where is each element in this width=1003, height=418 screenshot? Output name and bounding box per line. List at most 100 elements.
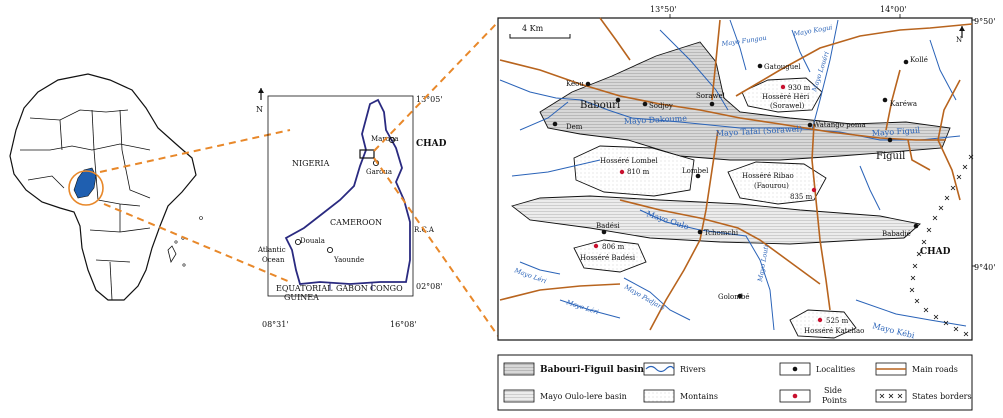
cameroon-outline xyxy=(284,98,411,285)
city-marker xyxy=(326,246,334,254)
study-area-box xyxy=(359,149,375,159)
cameroon-map: Maroua Garoua Douala Yaounde NIGERIA CAM… xyxy=(256,88,447,329)
island xyxy=(174,240,178,244)
locality-symbol-icon xyxy=(792,366,798,372)
locality-kolle: Kollé xyxy=(910,56,928,64)
coord-right-bottom: 9°40' xyxy=(974,263,995,272)
locality-karewa: Karéwa xyxy=(890,100,917,108)
scale-bar: 4 Km xyxy=(509,24,571,39)
locality-sorawel: Sorawel xyxy=(696,92,726,100)
city-label-yaounde: Yaounde xyxy=(333,256,364,264)
peak-katchao-name: Hosséré Katchao xyxy=(804,327,864,335)
peak-heri-name-1: Hosséré Héri xyxy=(762,93,810,101)
country-borders xyxy=(20,109,151,301)
mountain-katchao xyxy=(789,309,857,339)
river-label-dakoume: Mayo Dakoume xyxy=(624,114,688,126)
country-label-gabon: GABON xyxy=(336,284,368,293)
locality-lombel: Lombel xyxy=(682,167,709,175)
peak-heri-alt: 930 m xyxy=(788,84,811,92)
river-symbol-icon xyxy=(645,365,675,373)
locality-tchomchi: Tchomchi xyxy=(704,229,739,237)
legend-swatch-oulo xyxy=(503,389,535,403)
svg-text:4 Km: 4 Km xyxy=(522,24,544,33)
svg-text:N: N xyxy=(956,36,962,44)
peak-ribao-alt: 835 m xyxy=(790,193,813,201)
river-label-figuil: Mayo Figuil xyxy=(872,126,921,138)
locality-markers xyxy=(552,59,919,299)
city-label-douala: Douala xyxy=(300,237,325,245)
north-arrow-small: N xyxy=(256,88,264,114)
coord-top-left: 13°50' xyxy=(650,5,677,14)
coord-bottom-right: 02°08' xyxy=(416,282,443,291)
mountain-lombel xyxy=(573,145,695,197)
madagascar xyxy=(167,245,177,264)
legend-montains: Montains xyxy=(680,392,718,401)
peak-badesi-name: Hosséré Badési xyxy=(580,254,636,262)
cameroon-locator-circle xyxy=(68,170,104,206)
mountain-ribao xyxy=(727,161,827,205)
peak-badesi-alt: 806 m xyxy=(602,243,625,251)
locality-gatouguel: Gatouguel xyxy=(764,63,801,71)
mayo-oulo-lere-basin xyxy=(511,195,921,245)
study-map: Kéou Babouri Sodjoy Dem Sorawel Gatougue… xyxy=(497,5,995,341)
locality-keou: Kéou xyxy=(566,80,584,88)
locality-golombe: Golombé xyxy=(718,293,750,301)
legend-states-borders: States borders xyxy=(912,392,972,401)
locality-sodjoy: Sodjoy xyxy=(649,102,673,110)
coord-right-top: 9°50' xyxy=(974,17,995,26)
legend-babouri-basin: Babouri-Figuil basin xyxy=(540,365,644,375)
cameroon-frame xyxy=(267,95,414,297)
legend-main-roads: Main roads xyxy=(912,365,958,374)
country-chad: CHAD xyxy=(920,247,951,257)
legend-oulo-basin: Mayo Oulo-lere basin xyxy=(540,392,627,401)
africa-map xyxy=(9,73,203,301)
mountain-heri xyxy=(741,77,823,113)
peak-heri-name-2: (Sorawel) xyxy=(770,102,805,110)
legend-swatch-babouri xyxy=(503,362,535,376)
locality-badesi: Badési xyxy=(596,222,621,230)
connector-lines-1 xyxy=(99,129,291,283)
svg-text:N: N xyxy=(256,105,263,114)
coord-bottom-mid: 16°08' xyxy=(390,320,417,329)
city-marker xyxy=(388,136,396,144)
legend-localities: Localities xyxy=(816,365,855,374)
country-label-congo: CONGO xyxy=(370,284,403,293)
island xyxy=(182,263,186,267)
legend: Babouri-Figuil basin Rivers Localities M… xyxy=(497,354,973,411)
city-label-garoua: Garoua xyxy=(366,168,392,176)
side-point-symbol-icon xyxy=(792,393,798,399)
main-roads xyxy=(499,17,973,331)
peak-katchao-alt: 525 m xyxy=(826,317,849,325)
locality-babouri: Babouri xyxy=(580,100,620,111)
country-label-eq-guinea-2: GUINEA xyxy=(284,293,319,302)
legend-swatch-montains xyxy=(643,389,675,403)
mountain-badesi xyxy=(573,239,647,273)
peak-ribao-name-2: (Faourou) xyxy=(754,182,789,190)
country-label-cameroon: CAMEROON xyxy=(330,218,382,227)
city-marker xyxy=(294,238,302,246)
legend-swatch-rivers xyxy=(643,362,675,376)
country-label-nigeria: NIGERIA xyxy=(292,159,330,168)
peak-ribao-name-1: Hosséré Ribao xyxy=(742,172,794,180)
rivers xyxy=(499,19,967,331)
country-label-chad: CHAD xyxy=(416,139,447,149)
graticule-ticks xyxy=(669,14,976,267)
border-crosses xyxy=(909,154,974,337)
cameroon-highlight xyxy=(73,167,97,199)
connector-lines-2 xyxy=(373,21,499,337)
peak-lombel-alt: 810 m xyxy=(627,168,650,176)
island xyxy=(199,216,203,220)
babouri-figuil-basin xyxy=(539,41,951,161)
states-border xyxy=(909,154,974,337)
locality-figuil: Figuil xyxy=(876,151,905,162)
legend-side-points-1: Side xyxy=(824,386,842,395)
country-label-eq-guinea-1: EQUATORIAL xyxy=(276,284,333,293)
legend-rivers: Rivers xyxy=(680,365,706,374)
legend-side-points-2: Points xyxy=(822,396,847,405)
locality-babadje: Babadjé xyxy=(882,230,911,238)
peak-lombel-name: Hosséré Lombel xyxy=(600,157,658,165)
ocean-label-1: Atlantic xyxy=(257,246,286,254)
coord-bottom-left: 08°31' xyxy=(262,320,289,329)
ocean-label-2: Ocean xyxy=(262,256,285,264)
locality-dem: Dem xyxy=(566,123,583,131)
